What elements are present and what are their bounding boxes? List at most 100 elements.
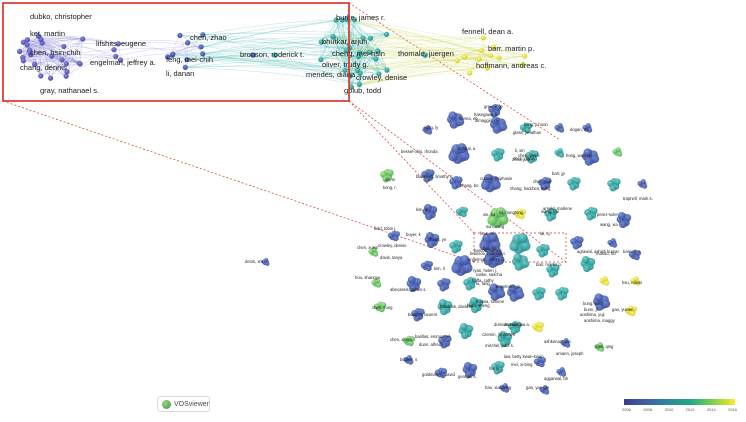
author-node [557, 293, 565, 301]
author-node [496, 55, 502, 61]
author-label: kong, r. [383, 185, 397, 190]
top-author-label: chen, zhao [190, 33, 227, 42]
author-node [441, 368, 448, 374]
author-node [394, 231, 401, 237]
author-label: bronson, roderick t. [470, 251, 506, 256]
author-node [440, 307, 448, 316]
author-cluster [554, 123, 565, 133]
coauthor-edge [172, 19, 347, 55]
coauthor-edge [186, 59, 351, 77]
author-node [582, 124, 588, 130]
author-cluster [624, 305, 638, 317]
coauthor-edge [370, 37, 482, 51]
author-node [459, 150, 470, 161]
author-cluster [628, 249, 642, 261]
author-node [200, 32, 206, 38]
author-node [380, 302, 387, 308]
coauthor-edge [375, 53, 491, 60]
author-cluster [491, 361, 505, 375]
author-node [348, 84, 354, 90]
author-node [520, 259, 530, 268]
coauthor-edge [30, 54, 67, 77]
author-cluster [570, 236, 584, 250]
author-node [527, 156, 535, 164]
top-author-label: thomale, juergen [398, 49, 454, 58]
coauthor-edge [359, 37, 364, 85]
author-node [572, 242, 580, 250]
coauthor-edge [346, 19, 358, 71]
coauthor-edge [481, 50, 524, 65]
author-node [182, 64, 188, 70]
author-node [387, 232, 394, 239]
author-node [451, 182, 459, 190]
author-label: zhang, ye [428, 237, 447, 242]
author-node [498, 214, 509, 225]
author-node [604, 280, 610, 286]
author-node [198, 44, 204, 50]
author-node [480, 35, 487, 41]
coauthor-edge [118, 43, 173, 55]
author-node [540, 357, 547, 363]
author-node [520, 62, 526, 68]
author-node [520, 209, 527, 215]
author-node [513, 210, 520, 217]
author-cluster [544, 208, 558, 222]
coauthor-edge [346, 19, 524, 65]
legend-tick: 2016 [728, 407, 737, 412]
author-label: mischel, paul s. [485, 343, 514, 348]
author-label: bodgen, laurent [408, 312, 438, 317]
coauthor-edge [202, 32, 364, 39]
author-cluster [556, 367, 567, 377]
author-node [508, 284, 517, 293]
author-node [343, 16, 350, 23]
author-node [354, 67, 361, 74]
author-node [318, 57, 324, 63]
author-cluster [508, 321, 522, 335]
author-node [333, 17, 339, 23]
author-node [456, 143, 467, 154]
author-label: han, xiaohong [485, 385, 512, 390]
author-node [367, 49, 373, 55]
author-cluster [560, 338, 571, 348]
author-node [494, 104, 502, 112]
author-label: chen, kung [530, 186, 551, 191]
author-label: kuzu, sheng [467, 303, 490, 308]
coauthor-edge [185, 66, 361, 74]
author-cluster [536, 244, 550, 258]
author-node [642, 183, 648, 189]
coauthor-edge [201, 36, 334, 48]
author-node [617, 151, 623, 157]
author-node [490, 110, 498, 118]
author-node [24, 37, 30, 43]
author-cluster [491, 148, 505, 162]
coauthor-edge [333, 36, 480, 60]
author-label: dunn, alfredo [419, 342, 444, 347]
author-node [467, 70, 473, 76]
author-label: zhang, bo [460, 183, 479, 188]
author-cluster [567, 177, 581, 191]
author-node [583, 264, 591, 273]
top-author-label: crowley, denise [356, 73, 407, 82]
author-label: abecassis, james s. [390, 287, 427, 292]
coauthor-edge [27, 44, 81, 65]
coauthor-edge [118, 40, 188, 44]
author-node [373, 303, 380, 310]
author-node [613, 178, 621, 186]
author-label: law, betty kwan-kwan [504, 354, 544, 359]
author-node [513, 253, 522, 262]
author-node [368, 248, 374, 254]
author-cluster [463, 277, 477, 291]
coauthor-edge [27, 44, 68, 72]
author-node [548, 270, 556, 278]
author-node [177, 32, 183, 39]
author-node [609, 184, 617, 192]
author-node [587, 127, 593, 133]
author-label: lu, fang [476, 281, 490, 286]
author-node [586, 213, 594, 221]
author-node [382, 175, 390, 183]
author-node [367, 35, 374, 41]
coauthor-edge [362, 37, 470, 74]
author-cluster [483, 247, 505, 268]
author-node [373, 251, 379, 257]
